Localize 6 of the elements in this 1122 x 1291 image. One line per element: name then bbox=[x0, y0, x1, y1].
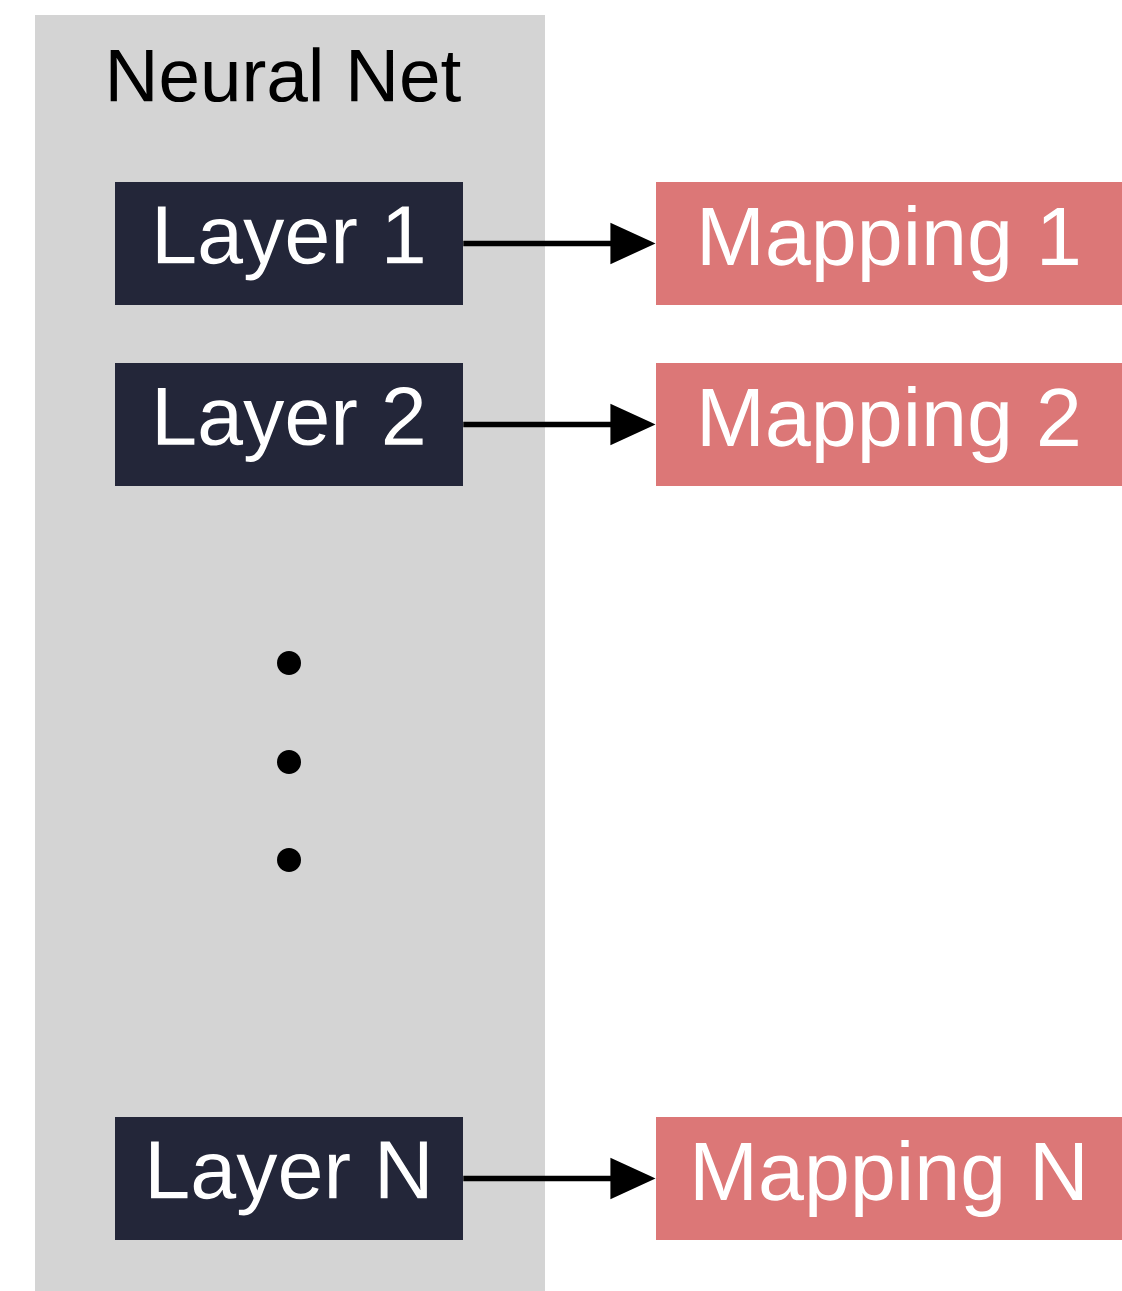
layer-box: Layer 2 bbox=[115, 363, 463, 486]
mapping-box: Mapping N bbox=[656, 1117, 1122, 1240]
layer-box: Layer 1 bbox=[115, 182, 463, 305]
layer-box: Layer N bbox=[115, 1117, 463, 1240]
mapping-box: Mapping 1 bbox=[656, 182, 1122, 305]
mapping-box: Mapping 2 bbox=[656, 363, 1122, 486]
